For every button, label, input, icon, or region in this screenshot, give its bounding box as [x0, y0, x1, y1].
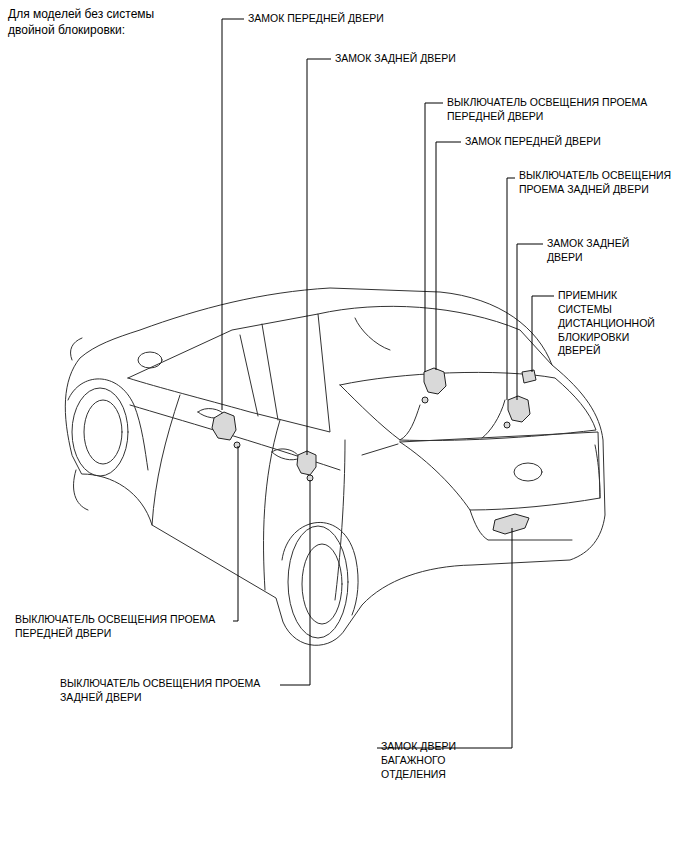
rear-wheel [288, 526, 348, 638]
part-label: ВЫКЛЮЧАТЕЛЬ ОСВЕЩЕНИЯ ПРОЕМА ПЕРЕДНЕЙ ДВ… [447, 96, 662, 124]
leader-line [377, 528, 512, 748]
door-lock-icon [508, 396, 530, 422]
leader-line [280, 480, 310, 685]
leader-line [517, 244, 543, 400]
part-label: ЗАМОК ЗАДНЕЙ ДВЕРИ [547, 237, 647, 265]
door-handle [272, 449, 300, 460]
leader-line [532, 296, 554, 372]
front-wheel [72, 388, 128, 476]
side-mirror [138, 352, 162, 368]
door-lock-icon [424, 368, 446, 394]
leader-line [222, 19, 244, 410]
courtesy-switch-icon [234, 442, 240, 448]
part-label: ВЫКЛЮЧАТЕЛЬ ОСВЕЩЕНИЯ ПРОЕМА ЗАДНЕЙ ДВЕР… [60, 677, 285, 705]
part-label: ЗАМОК ПЕРЕДНЕЙ ДВЕРИ [465, 135, 645, 149]
part-label: ЗАМОК ЗАДНЕЙ ДВЕРИ [335, 52, 505, 66]
door-lock-icon [212, 412, 236, 440]
leader-line [425, 103, 443, 372]
leader-line [436, 142, 461, 370]
part-label: ЗАМОК ПЕРЕДНЕЙ ДВЕРИ [248, 12, 418, 26]
part-label: ЗАМОК ДВЕРИ БАГАЖНОГО ОТДЕЛЕНИЯ [381, 740, 466, 782]
tailgate [400, 432, 600, 510]
courtesy-switch-icon [422, 397, 428, 403]
leader-line [233, 446, 238, 621]
part-label: ВЫКЛЮЧАТЕЛЬ ОСВЕЩЕНИЯ ПРОЕМА ЗАДНЕЙ ДВЕР… [519, 169, 681, 197]
part-label: ВЫКЛЮЧАТЕЛЬ ОСВЕЩЕНИЯ ПРОЕМА ПЕРЕДНЕЙ ДВ… [15, 613, 240, 641]
emblem [514, 463, 542, 481]
car-body [65, 288, 605, 645]
receiver-icon [522, 370, 536, 383]
rear-window [340, 372, 596, 440]
leader-line [507, 178, 515, 400]
leader-line [307, 59, 331, 455]
courtesy-switch-icon [504, 422, 510, 428]
heading-note: Для моделей без системы двойной блокиров… [8, 7, 180, 38]
back-door-lock-icon [493, 514, 529, 534]
part-label: ПРИЕМНИК СИСТЕМЫ ДИСТАНЦИОННОЙ БЛОКИРОВК… [558, 289, 663, 358]
